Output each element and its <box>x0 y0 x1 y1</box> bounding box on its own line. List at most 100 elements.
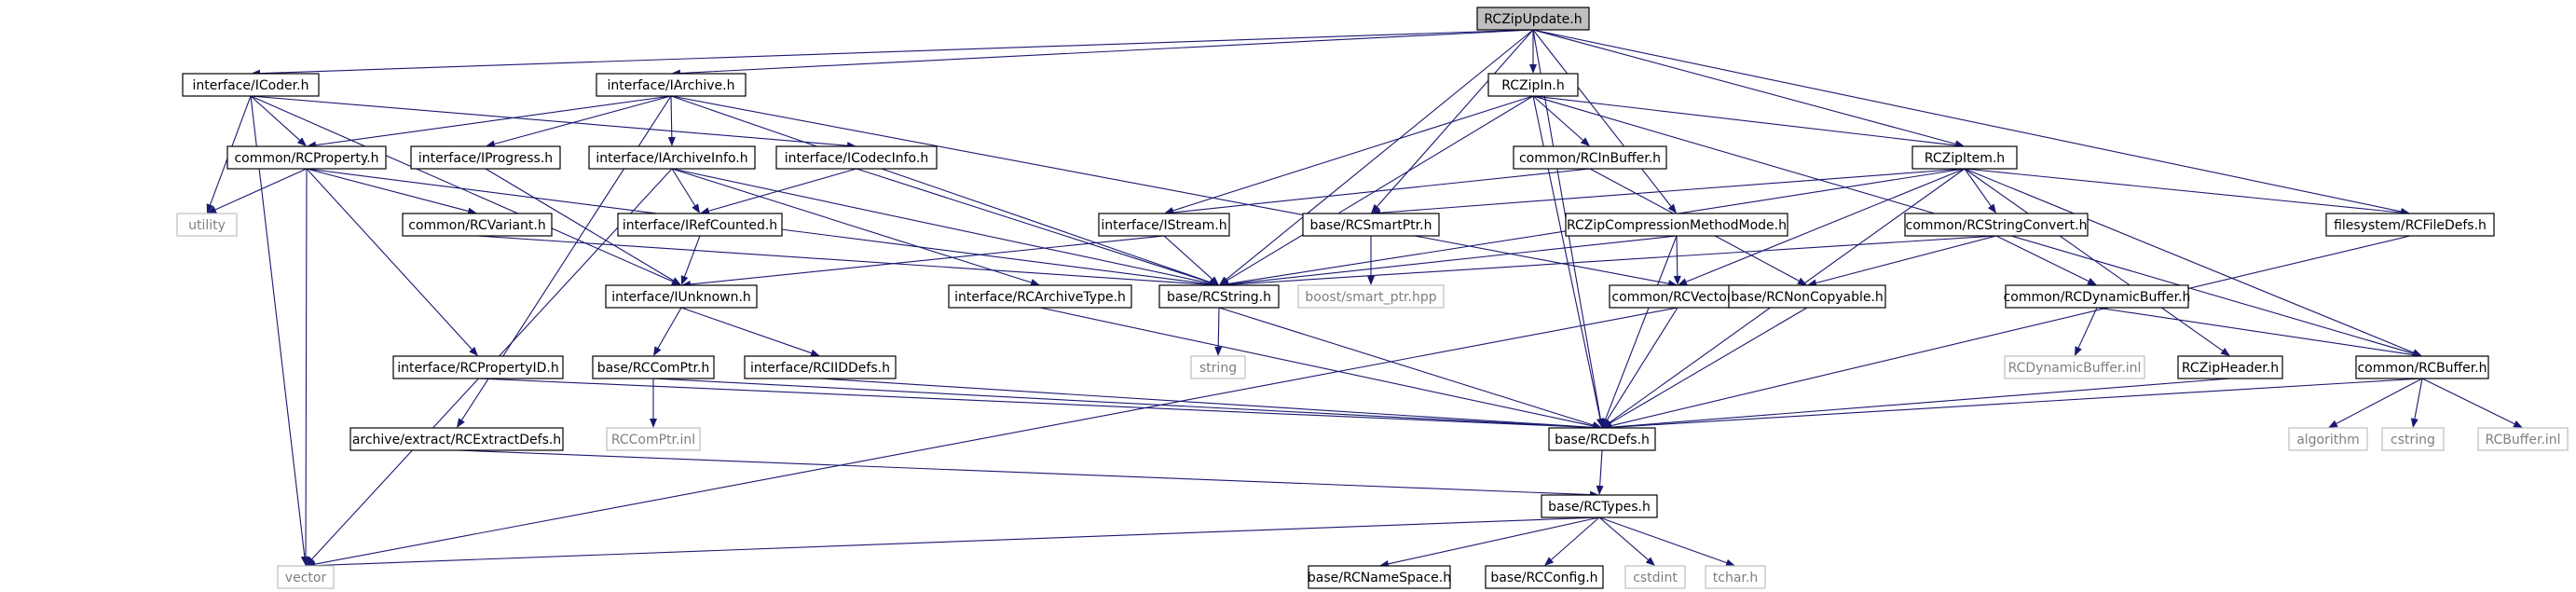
node-label: boost/smart_ptr.hpp <box>1305 290 1436 305</box>
edge-arrowhead <box>207 206 217 213</box>
edge-interface-istream-h-to-base-rcstring-h <box>1163 235 1219 285</box>
node-common-rcproperty-h[interactable]: common/RCProperty.h <box>226 145 387 170</box>
node-interface-irefcounted-h[interactable]: interface/IRefCounted.h <box>617 213 783 237</box>
edge-arrowhead <box>667 136 676 146</box>
node-label: RCDynamicBuffer.inl <box>2008 361 2142 376</box>
node-rczipitem-h[interactable]: RCZipItem.h <box>1911 145 2018 170</box>
edge-line <box>1039 307 1594 427</box>
node-label: RCZipIn.h <box>1501 78 1565 93</box>
node-common-rcvector-h[interactable]: common/RCVector.h <box>1609 284 1747 309</box>
node-box <box>1302 213 1440 237</box>
edge-rczipitem-h-to-rczipheader-h <box>1964 168 2230 356</box>
edge-line <box>671 168 1211 284</box>
node-box <box>392 355 564 379</box>
node-box <box>1158 284 1280 309</box>
node-base-rcnamespace-h[interactable]: base/RCNameSpace.h <box>1308 565 1451 589</box>
node-interface-iarchive-h[interactable]: interface/IArchive.h <box>596 73 747 97</box>
edge-line <box>314 516 1600 567</box>
edge-line <box>250 95 300 141</box>
node-rczipin-h[interactable]: RCZipIn.h <box>1487 73 1579 97</box>
edge-arrowhead <box>653 346 662 356</box>
node-common-rcinbuffer-h[interactable]: common/RCInBuffer.h <box>1513 145 1667 170</box>
node-common-rcdynamicbuffer-h[interactable]: common/RCDynamicBuffer.h <box>2004 284 2191 309</box>
edge-common-rcproperty-h-to-vector <box>302 168 310 566</box>
edge-base-rctypes-h-to-tchar-h <box>1598 516 1735 567</box>
node-rczipcompressionmethodmode-h[interactable]: RCZipCompressionMethodMode.h <box>1565 213 1788 237</box>
edge-interface-iarchive-h-to-base-rcstring-h <box>670 95 1219 286</box>
edge-common-rcbuffer-h-to-algorithm <box>2328 378 2423 428</box>
node-rczipupdate-h[interactable]: RCZipUpdate.h <box>1476 7 1590 31</box>
node-interface-icodecinfo-h[interactable]: interface/ICodecInfo.h <box>775 145 938 170</box>
node-box <box>1308 565 1451 589</box>
edge-base-rctypes-h-to-vector <box>306 516 1600 570</box>
node-archive-extract-rcextractdefs-h[interactable]: archive/extract/RCExtractDefs.h <box>349 427 564 451</box>
node-tchar-h: tchar.h <box>1705 565 1766 589</box>
edge-base-rccomptr-h-to-base-rcdefs-h <box>652 378 1602 432</box>
node-interface-icoder-h[interactable]: interface/ICoder.h <box>182 73 320 97</box>
node-base-rctypes-h[interactable]: base/RCTypes.h <box>1541 494 1658 518</box>
edge-line <box>1217 307 1220 348</box>
node-interface-iunknown-h[interactable]: interface/IUnknown.h <box>605 284 758 309</box>
node-box <box>402 213 553 237</box>
node-label: common/RCVector.h <box>1611 290 1743 305</box>
node-rcbuffer-inl: RCBuffer.inl <box>2477 427 2569 451</box>
edge-arrowhead <box>457 418 465 428</box>
node-common-rcvariant-h[interactable]: common/RCVariant.h <box>402 213 553 237</box>
node-label: utility <box>188 218 226 233</box>
node-base-rcconfig-h[interactable]: base/RCConfig.h <box>1485 565 1604 589</box>
edge-arrowhead <box>1544 557 1555 566</box>
edge-arrowhead <box>1667 203 1677 213</box>
node-base-rcstring-h[interactable]: base/RCString.h <box>1158 284 1280 309</box>
node-label: filesystem/RCFileDefs.h <box>2334 218 2487 233</box>
edge-line <box>2336 378 2423 424</box>
edge-line <box>1172 168 1591 213</box>
edge-rczipupdate-h-to-interface-icoder-h <box>251 29 1534 77</box>
node-box <box>606 427 701 451</box>
node-label: RCZipHeader.h <box>2182 361 2279 376</box>
edge-arrowhead <box>1987 203 1996 213</box>
node-common-rcbuffer-h[interactable]: common/RCBuffer.h <box>2355 355 2489 379</box>
node-rczipheader-h[interactable]: RCZipHeader.h <box>2177 355 2283 379</box>
node-interface-iarchiveinfo-h[interactable]: interface/IArchiveInfo.h <box>588 145 756 170</box>
node-box <box>1487 73 1579 97</box>
node-label: interface/IRefCounted.h <box>623 218 777 233</box>
node-label: base/RCConfig.h <box>1490 571 1597 585</box>
edge-line <box>1532 95 1601 420</box>
edge-arrowhead <box>1797 277 1807 285</box>
edge-interface-istream-h-to-interface-iunknown-h <box>681 235 1165 288</box>
node-vector: vector <box>277 565 335 589</box>
node-filesystem-rcfiledefs-h[interactable]: filesystem/RCFileDefs.h <box>2325 213 2495 237</box>
edge-rczipupdate-h-to-base-rcsmartptr-h <box>1371 29 1534 213</box>
node-box <box>277 565 335 589</box>
node-base-rccomptr-h[interactable]: base/RCComPtr.h <box>592 355 715 379</box>
node-base-rcsmartptr-h[interactable]: base/RCSmartPtr.h <box>1302 213 1440 237</box>
edge-line <box>2096 307 2414 356</box>
node-label: algorithm <box>2296 433 2360 447</box>
node-label: interface/IArchiveInfo.h <box>596 151 747 166</box>
edge-arrowhead <box>2087 278 2097 285</box>
edge-line <box>1388 516 1600 565</box>
node-box <box>1098 213 1230 237</box>
edge-line <box>1532 95 1583 141</box>
node-box <box>1513 145 1667 170</box>
node-label: archive/extract/RCExtractDefs.h <box>352 433 561 447</box>
node-base-rcnoncopyable-h[interactable]: base/RCNonCopyable.h <box>1728 284 1886 309</box>
edge-common-rcbuffer-h-to-rcbuffer-inl <box>2421 378 2523 428</box>
node-interface-iprogress-h[interactable]: interface/IProgress.h <box>410 145 561 170</box>
node-interface-rcpropertyid-h[interactable]: interface/RCPropertyID.h <box>392 355 564 379</box>
node-box <box>1297 284 1445 309</box>
edge-arrowhead <box>296 137 307 146</box>
node-base-rcdefs-h[interactable]: base/RCDefs.h <box>1548 427 1656 451</box>
node-label: interface/ICoder.h <box>193 78 309 93</box>
node-label: interface/IStream.h <box>1101 218 1226 233</box>
node-interface-rcarchivetype-h[interactable]: interface/RCArchiveType.h <box>948 284 1132 309</box>
node-rcdynamicbuffer-inl: RCDynamicBuffer.inl <box>2004 355 2145 379</box>
node-interface-rciiddefs-h[interactable]: interface/RCIIDDefs.h <box>744 355 897 379</box>
edge-arrowhead <box>1214 346 1223 356</box>
edge-arrowhead <box>671 277 681 285</box>
edge-line <box>1964 168 2224 351</box>
node-interface-istream-h[interactable]: interface/IStream.h <box>1098 213 1230 237</box>
node-label: base/RCNameSpace.h <box>1308 571 1451 585</box>
node-common-rcstringconvert-h[interactable]: common/RCStringConvert.h <box>1904 213 2089 237</box>
